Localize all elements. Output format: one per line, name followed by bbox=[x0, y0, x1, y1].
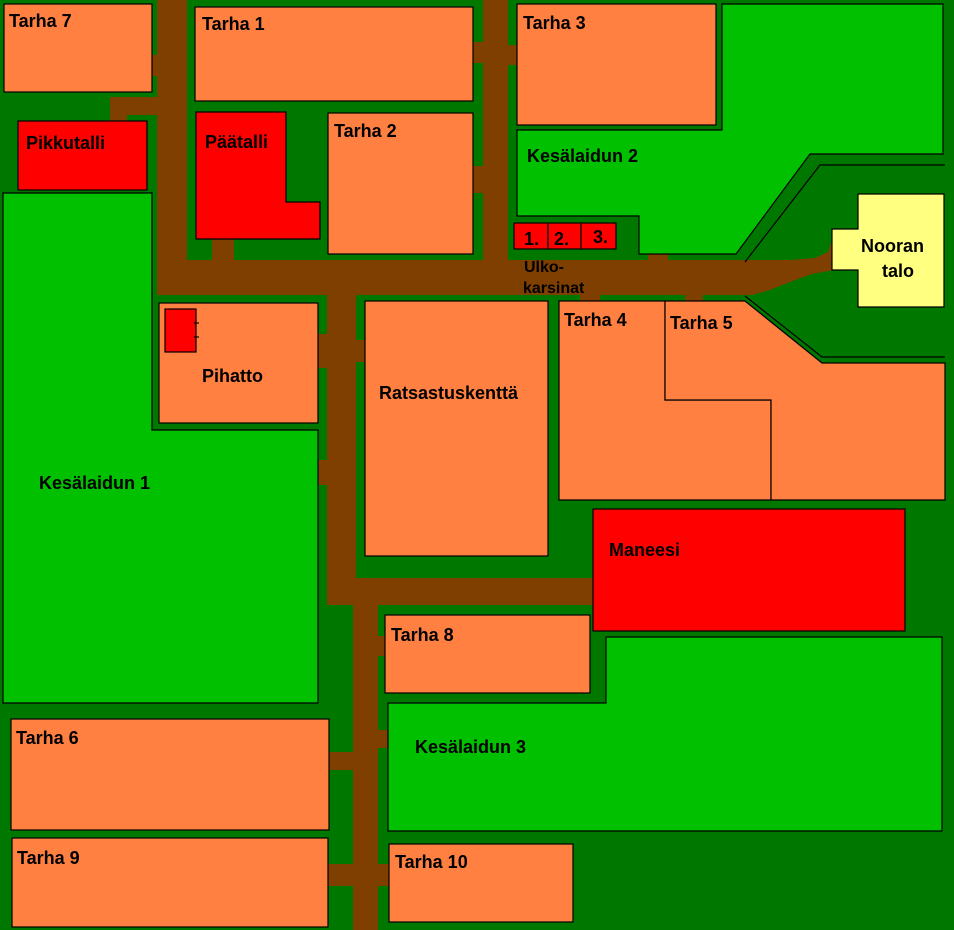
tarha-8[interactable] bbox=[384, 614, 591, 694]
label-tarha4: Tarha 4 bbox=[564, 310, 627, 330]
path-center bbox=[327, 295, 356, 605]
path-north bbox=[483, 0, 508, 262]
label-nooran1: Nooran bbox=[861, 236, 924, 256]
pikkutalli[interactable] bbox=[17, 120, 148, 191]
tarha-6[interactable] bbox=[10, 718, 330, 831]
path-kesalaidun2-gate bbox=[648, 252, 668, 262]
label-tarha2: Tarha 2 bbox=[334, 121, 397, 141]
path-pikkutalli-stub bbox=[110, 97, 127, 121]
label-tarha8: Tarha 8 bbox=[391, 625, 454, 645]
label-kesalaidun1: Kesälaidun 1 bbox=[39, 473, 150, 493]
path-kesalaidun3-gate bbox=[376, 730, 390, 748]
label-tarha3: Tarha 3 bbox=[523, 13, 586, 33]
path-tarha2-gate bbox=[473, 166, 485, 193]
label-tarha1: Tarha 1 bbox=[202, 14, 265, 34]
label-pikkutalli: Pikkutalli bbox=[26, 133, 105, 153]
label-maneesi: Maneesi bbox=[609, 540, 680, 560]
path-tarha10-gate bbox=[376, 864, 390, 886]
border-line bbox=[744, 295, 945, 358]
tarha-2[interactable] bbox=[327, 112, 474, 255]
path-west bbox=[157, 0, 187, 295]
tarha-7[interactable] bbox=[3, 3, 153, 93]
path-tarha6-gate bbox=[329, 752, 355, 770]
path-pihatto-gate bbox=[318, 334, 330, 368]
tarha-1[interactable] bbox=[194, 6, 474, 102]
path-south bbox=[353, 595, 378, 930]
label-kesalaidun3: Kesälaidun 3 bbox=[415, 737, 526, 757]
path-nooran-talo bbox=[740, 240, 834, 295]
label-tarha7: Tarha 7 bbox=[9, 11, 72, 31]
label-tarha5: Tarha 5 bbox=[670, 313, 733, 333]
label-paatalli: Päätalli bbox=[205, 132, 268, 152]
kesalaidun-3[interactable] bbox=[387, 636, 943, 832]
tarha-10[interactable] bbox=[388, 843, 574, 923]
path-kesalaidun1-gate bbox=[318, 460, 330, 485]
paatalli[interactable] bbox=[195, 111, 321, 240]
ulkokarsina-3[interactable] bbox=[580, 222, 617, 250]
label-ulko2: karsinat bbox=[523, 280, 585, 297]
label-k3: 3. bbox=[593, 227, 608, 247]
label-tarha10: Tarha 10 bbox=[395, 852, 468, 872]
nooran-talo[interactable] bbox=[831, 193, 945, 308]
label-nooran2: talo bbox=[882, 261, 914, 281]
path-tarha1-gate bbox=[473, 42, 485, 63]
tarha-3[interactable] bbox=[516, 3, 717, 126]
kesalaidun-2[interactable] bbox=[516, 3, 944, 255]
maneesi[interactable] bbox=[592, 508, 906, 632]
border-line bbox=[744, 164, 945, 263]
path-ratsastus-gate bbox=[354, 340, 366, 362]
label-k1: 1. bbox=[524, 229, 539, 249]
path-tarha7-gate bbox=[152, 55, 160, 76]
ratsastuskentta[interactable] bbox=[364, 300, 549, 557]
label-kesalaidun2: Kesälaidun 2 bbox=[527, 146, 638, 166]
kesalaidun-1[interactable] bbox=[2, 192, 319, 704]
path-tarha3-gate bbox=[506, 45, 518, 65]
label-k2: 2. bbox=[554, 229, 569, 249]
pihatto-shelter[interactable] bbox=[164, 308, 197, 353]
paths bbox=[110, 0, 834, 930]
path-paatalli-gate bbox=[212, 239, 234, 264]
label-tarha6: Tarha 6 bbox=[16, 728, 79, 748]
path-main bbox=[157, 260, 752, 295]
tarha-5[interactable] bbox=[664, 300, 946, 501]
label-tarha9: Tarha 9 bbox=[17, 848, 80, 868]
tarha-9[interactable] bbox=[11, 837, 329, 928]
label-ulko1: Ulko- bbox=[524, 259, 564, 276]
label-ratsastuskentta: Ratsastuskenttä bbox=[379, 383, 519, 403]
label-pihatto: Pihatto bbox=[202, 366, 263, 386]
ulkokarsina-2[interactable] bbox=[547, 222, 582, 250]
path-tarha9-gate bbox=[328, 864, 355, 886]
